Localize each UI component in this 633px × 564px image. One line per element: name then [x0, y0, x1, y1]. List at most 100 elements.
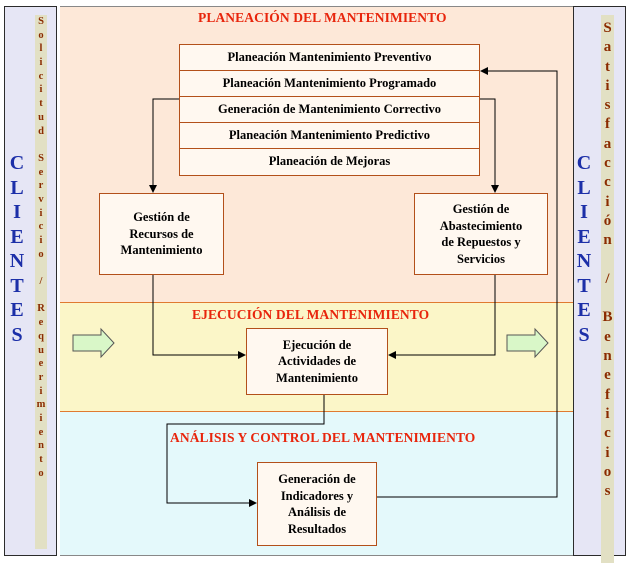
vertical-letter	[35, 261, 47, 275]
box-line: Resultados	[287, 521, 347, 536]
vertical-letter: v	[38, 193, 44, 205]
box-line: Servicios	[457, 251, 505, 266]
vertical-letter: i	[605, 405, 610, 422]
vertical-letter: E	[10, 299, 24, 321]
vertical-letter: S	[578, 323, 590, 346]
box-line: Mantenimiento	[120, 243, 203, 258]
vertical-letter: N	[576, 250, 592, 272]
vertical-letter: n	[603, 348, 612, 365]
vertical-letter: i	[605, 77, 610, 94]
vertical-letter: r	[38, 371, 44, 383]
vertical-letter: i	[39, 235, 43, 246]
vertical-letter: B	[602, 309, 613, 326]
resource-management-box: Gestión de Recursos de Mantenimiento	[99, 193, 224, 275]
vertical-letter: i	[39, 385, 43, 397]
vertical-letter: o	[38, 248, 44, 260]
box-line: Actividades de	[277, 354, 357, 369]
box-line: Análisis de	[287, 505, 346, 519]
indicators-box: Generación de Indicadores y Análisis de …	[257, 462, 377, 546]
vertical-letter: e	[604, 367, 611, 384]
vertical-letter: e	[38, 166, 44, 178]
box-line: Recursos de	[129, 226, 194, 241]
vertical-letter: a	[603, 135, 612, 152]
box-line: Ejecución de	[282, 337, 352, 352]
planning-stack: Planeación Mantenimiento Preventivo Plan…	[179, 44, 480, 176]
vertical-letter: S	[38, 152, 44, 164]
vertical-letter: L	[577, 176, 591, 199]
vertical-letter	[35, 289, 47, 303]
vertical-letter: N	[9, 250, 25, 272]
vertical-letter: t	[39, 98, 43, 110]
vertical-letter: a	[603, 39, 612, 56]
vertical-letter: C	[9, 152, 25, 174]
box-line: Mantenimiento	[276, 370, 358, 385]
box-line: Generación de	[278, 472, 356, 486]
vertical-letter: f	[605, 386, 610, 403]
vertical-letter	[601, 251, 614, 270]
vertical-letter: u	[38, 344, 44, 356]
vertical-letter: q	[38, 330, 44, 342]
vertical-letter: o	[38, 29, 44, 41]
planning-item-correctivo: Generación de Mantenimiento Correctivo	[180, 97, 479, 123]
vertical-letter: i	[39, 84, 43, 96]
vertical-letter: c	[604, 155, 611, 172]
vertical-letter: s	[604, 483, 611, 500]
vertical-letter: c	[38, 221, 44, 233]
box-line: Indicadores y	[280, 488, 354, 503]
box-line: Abastecimiento	[439, 218, 523, 233]
box-line: Gestión de	[133, 210, 190, 225]
vertical-letter: I	[13, 201, 21, 223]
vertical-letter: R	[37, 303, 45, 315]
vertical-letter: /	[605, 270, 610, 287]
vertical-letter: i	[39, 412, 43, 424]
supply-management-box: Gestión de Abastecimiento de Repuestos y…	[414, 193, 548, 275]
vertical-letter: i	[605, 193, 610, 210]
box-line: de Repuestos y	[441, 235, 521, 249]
vertical-letter: S	[603, 20, 612, 36]
vertical-letter: e	[38, 317, 44, 329]
vertical-letter: e	[38, 426, 44, 438]
vertical-letter: L	[10, 176, 24, 199]
vertical-letter: o	[603, 463, 612, 480]
vertical-letter: /	[39, 276, 43, 288]
vertical-letter: E	[577, 225, 591, 248]
vertical-letter: n	[603, 232, 612, 249]
vertical-letter: t	[39, 454, 43, 465]
vertical-letter: c	[38, 70, 44, 82]
vertical-letter: c	[604, 174, 611, 191]
vertical-letter: ó	[603, 212, 612, 229]
vertical-letter: e	[38, 358, 44, 370]
vertical-letter: c	[604, 425, 611, 442]
vertical-letter: u	[38, 111, 44, 123]
vertical-letter: e	[604, 328, 611, 345]
vertical-letter: E	[577, 299, 591, 321]
analysis-title: ANÁLISIS Y CONTROL DEL MANTENIMIENTO	[170, 430, 476, 445]
vertical-letter: i	[39, 57, 43, 69]
vertical-letter: o	[38, 467, 44, 479]
vertical-letter: s	[604, 97, 611, 114]
vertical-letter	[35, 138, 47, 152]
execution-title: EJECUCIÓN DEL MANTENIMIENTO	[192, 307, 430, 322]
vertical-letter: t	[605, 58, 610, 75]
vertical-letter: T	[577, 274, 591, 297]
box-line: Gestión de	[452, 202, 510, 216]
vertical-letter	[601, 289, 614, 308]
vertical-letter: i	[605, 444, 610, 461]
vertical-letter: E	[10, 225, 24, 248]
vertical-letter: I	[580, 201, 588, 223]
vertical-letter: C	[576, 152, 592, 174]
planning-title: PLANEACIÓN DEL MANTENIMIENTO	[198, 10, 447, 25]
planning-item-mejoras: Planeación de Mejoras	[268, 154, 391, 168]
vertical-letter: i	[39, 207, 43, 219]
planning-item-preventivo: Planeación Mantenimiento Preventivo	[180, 45, 479, 71]
vertical-letter: d	[38, 125, 44, 137]
